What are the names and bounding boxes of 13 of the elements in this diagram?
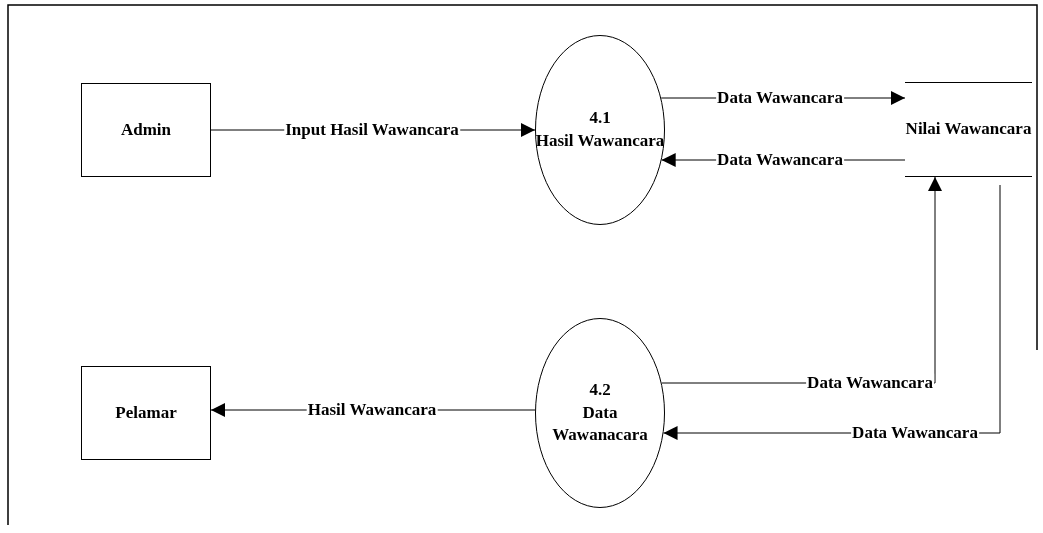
external-entity-box [81,83,211,177]
node-label: Pelamar [115,401,177,424]
external-entity-box [81,366,211,460]
node-label: Hasil Wawancara [535,130,665,152]
data-store [905,82,1032,177]
node-label: Data Wawanacara [551,401,649,447]
node-label: Admin [120,118,172,141]
node-label: Nilai Wawancara [905,118,1032,141]
process-number: 4.1 [589,107,611,130]
process-circle [535,318,665,508]
process-number: 4.2 [589,378,611,401]
edge-label: Input Hasil Wawancara [284,120,460,140]
process-circle [535,35,665,225]
